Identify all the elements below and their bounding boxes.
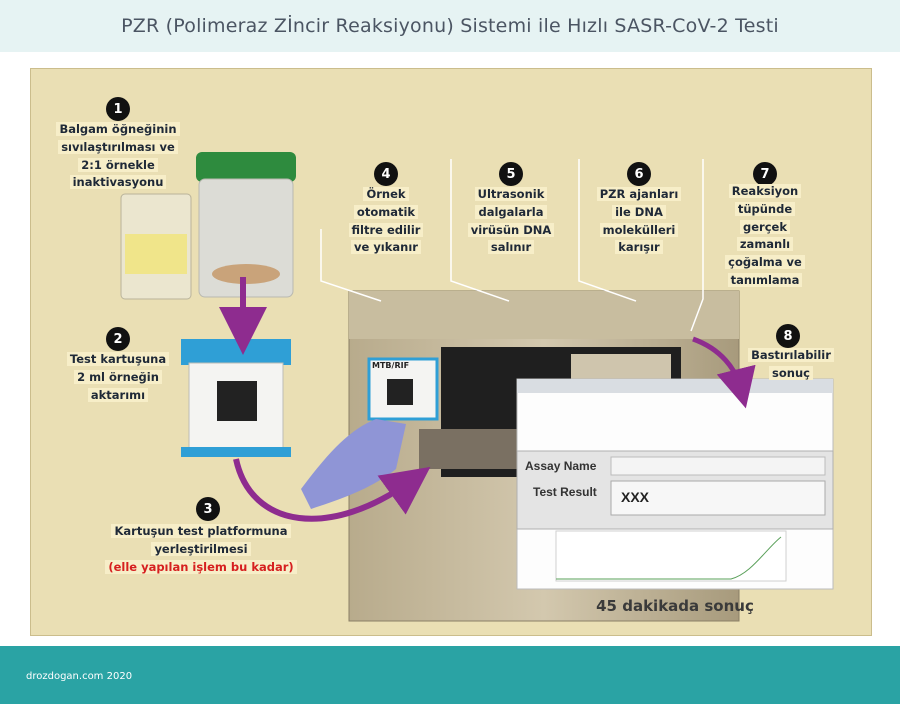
step-1-line-1: Balgam öğneğinin xyxy=(56,122,180,136)
step-8-badge: 8 xyxy=(776,324,800,348)
step-3-note: (elle yapılan işlem bu kadar) xyxy=(105,559,297,574)
step-5-line-2: dalgalarla xyxy=(475,204,547,219)
step-3-line-2: yerleştirilmesi xyxy=(151,541,251,556)
step-5-line-3: virüsün DNA xyxy=(467,222,555,237)
cartridge-barcode xyxy=(217,381,257,421)
step-7-line-6: tanımlama xyxy=(727,273,803,288)
test-result-value: XXX xyxy=(621,489,650,505)
step-5-line-4: salınır xyxy=(487,240,535,255)
arrow-7-to-8 xyxy=(692,336,756,409)
step-7-line-4: zamanlı xyxy=(736,237,794,252)
step-6-line-1: PZR ajanları xyxy=(596,187,682,201)
step-1-label: Balgam öğneğinin sıvılaştırılması ve 2:1… xyxy=(43,121,193,192)
step-6-badge: 6 xyxy=(627,162,651,186)
step-4-line-1: Örnek xyxy=(363,187,409,201)
step-7-line-2: tüpünde xyxy=(734,201,796,216)
amplification-curve xyxy=(556,536,782,580)
connector-step-4 xyxy=(320,229,382,302)
step-2-badge: 2 xyxy=(106,327,130,351)
footer: drozdogan.com 2020 xyxy=(0,646,900,704)
reagent-label xyxy=(125,234,187,274)
step-4-line-3: filtre edilir xyxy=(348,222,424,237)
hand-cartridge-barcode xyxy=(387,379,413,405)
amplification-chart xyxy=(555,530,787,582)
cup-lid xyxy=(196,152,296,182)
cartridge-tray xyxy=(419,429,529,469)
step-7-line-5: çoğalma ve xyxy=(725,255,805,270)
step-8-line-1: Bastırılabilir xyxy=(748,348,834,362)
connector-step-7 xyxy=(690,159,704,332)
diagram-panel: 1 Balgam öğneğinin sıvılaştırılması ve 2… xyxy=(30,68,872,636)
sample-cup xyxy=(120,152,296,300)
cartridge-lid xyxy=(181,339,291,365)
step-4-badge: 4 xyxy=(374,162,398,186)
step-6-line-4: karışır xyxy=(615,240,663,255)
step-3-badge: 3 xyxy=(196,497,220,521)
step-1-line-3: 2:1 örnekle xyxy=(78,157,158,172)
step-2-label: Test kartuşuna 2 ml örneğin aktarımı xyxy=(43,351,193,404)
result-screen xyxy=(516,378,834,590)
step-8-label: Bastırılabilir sonuç xyxy=(736,347,846,383)
step-6-label: PZR ajanları ile DNA molekülleri karışır xyxy=(584,186,694,257)
cup-sample xyxy=(212,264,280,284)
test-cartridge xyxy=(181,339,291,457)
gloved-hand xyxy=(301,419,406,509)
process-arrows xyxy=(219,277,756,522)
step-4-label: Örnek otomatik filtre edilir ve yıkanır xyxy=(331,186,441,257)
step-5-label: Ultrasonik dalgalarla virüsün DNA salını… xyxy=(456,186,566,257)
page-title: PZR (Polimeraz Zİncir Reaksiyonu) Sistem… xyxy=(121,15,779,37)
step-3-label: Kartuşun test platformuna yerleştirilmes… xyxy=(81,523,321,576)
step-6-line-2: ile DNA xyxy=(612,204,666,219)
step-4-line-2: otomatik xyxy=(353,204,419,219)
diagram-artwork xyxy=(120,152,834,622)
assay-name-field xyxy=(610,456,826,476)
connector-step-5 xyxy=(450,159,510,302)
step-8-line-2: sonuç xyxy=(769,365,813,380)
step-2-line-1: Test kartuşuna xyxy=(66,352,170,366)
cartridge-base xyxy=(181,447,291,457)
connector-step-6 xyxy=(578,159,637,302)
step-1-line-2: sıvılaştırılması ve xyxy=(58,139,178,154)
connector-lines xyxy=(320,159,704,332)
test-result-label: Test Result xyxy=(533,485,597,499)
step-1-line-4: inaktivasyonu xyxy=(69,175,167,190)
step-6-line-3: molekülleri xyxy=(599,222,679,237)
step-5-line-1: Ultrasonik xyxy=(474,187,548,201)
hand-cartridge xyxy=(301,357,439,509)
machine-top xyxy=(349,291,739,339)
step-4-line-4: ve yıkanır xyxy=(351,240,421,255)
step-2-line-2: 2 ml örneğin xyxy=(74,369,162,384)
step-2-line-3: aktarımı xyxy=(87,387,149,402)
cartridge-label: MTB/RIF xyxy=(372,361,410,370)
step-7-line-3: gerçek xyxy=(740,219,790,234)
assay-name-label: Assay Name xyxy=(525,459,597,473)
step-7-badge: 7 xyxy=(753,162,777,186)
result-caption: 45 dakikada sonuç xyxy=(596,597,754,615)
step-7-label: Reaksiyon tüpünde gerçek zamanlı çoğalma… xyxy=(710,183,820,290)
step-7-line-1: Reaksiyon xyxy=(728,184,802,198)
title-bar: PZR (Polimeraz Zİncir Reaksiyonu) Sistem… xyxy=(0,0,900,52)
step-1-badge: 1 xyxy=(106,97,130,121)
arrow-2-to-3 xyxy=(233,458,431,522)
step-5-badge: 5 xyxy=(499,162,523,186)
step-3-line-1: Kartuşun test platformuna xyxy=(111,524,291,538)
footer-credit: drozdogan.com 2020 xyxy=(26,671,133,682)
test-result-field xyxy=(610,480,826,516)
